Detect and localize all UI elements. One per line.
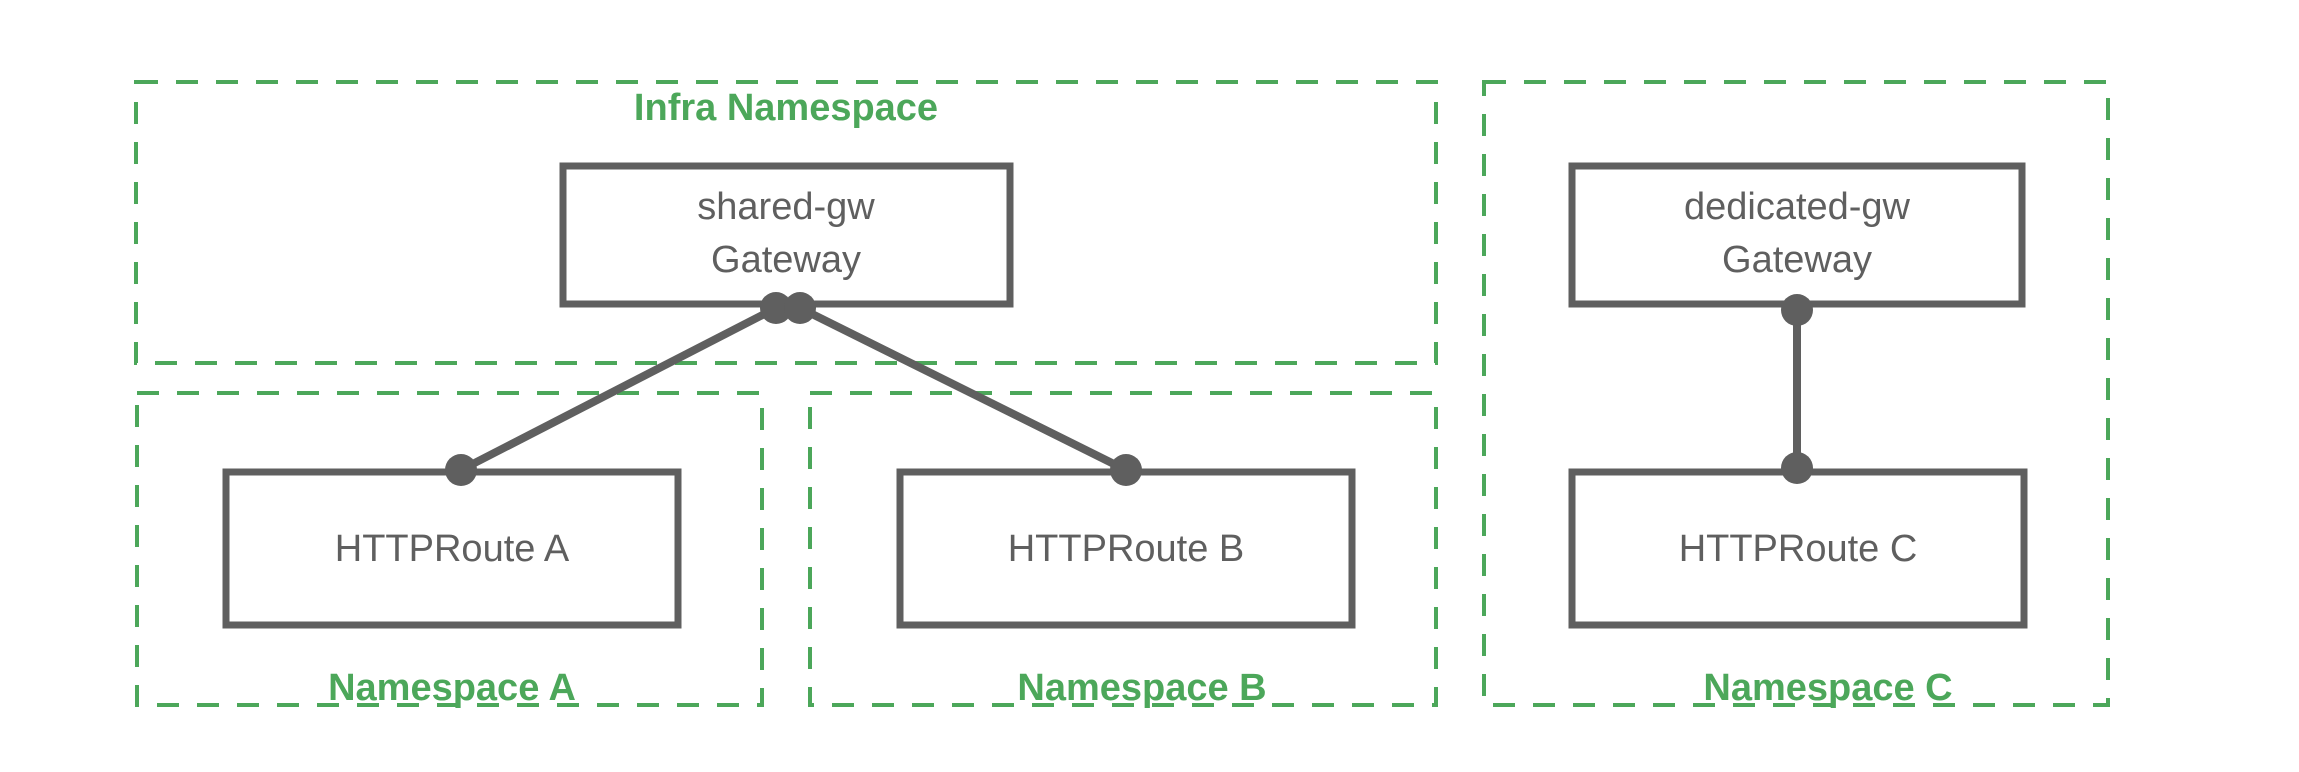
namespace-c-label: Namespace C [1703, 667, 1952, 709]
namespace-infra[interactable]: Infra Namespace [134, 80, 1438, 365]
node-httproute-c[interactable]: HTTPRoute C [1568, 468, 2028, 629]
endpoint-dot-dedicated-gw [1781, 294, 1813, 326]
edge-shared-gw-to-httproute-a [459, 304, 778, 474]
node-httproute-a-box [222, 468, 682, 629]
endpoint-dot-httproute-c [1781, 452, 1813, 484]
namespace-a[interactable]: Namespace A [135, 391, 764, 709]
namespace-b-label: Namespace B [1017, 667, 1266, 709]
endpoint-dot-shared-gw-a [760, 292, 792, 324]
namespace-b-boundary [808, 391, 1438, 707]
namespace-infra-label: Infra Namespace [634, 87, 938, 129]
endpoint-dot-httproute-a [445, 454, 477, 486]
node-httproute-a[interactable]: HTTPRoute A [222, 468, 682, 629]
node-shared-gw-label-line2: Gateway [711, 239, 861, 281]
endpoint-dot-shared-gw-b [784, 292, 816, 324]
edges-group [459, 304, 1801, 474]
namespace-a-label: Namespace A [328, 667, 576, 709]
node-httproute-c-box [1568, 468, 2028, 629]
namespace-a-boundary [135, 391, 764, 707]
endpoint-dot-httproute-b [1110, 454, 1142, 486]
node-httproute-b-box [896, 468, 1356, 629]
node-dedicated-gw-label-line1: dedicated-gw [1684, 186, 1911, 228]
node-httproute-c-label: HTTPRoute C [1679, 528, 1918, 570]
node-dedicated-gw-label-line2: Gateway [1722, 239, 1872, 281]
node-httproute-b-label: HTTPRoute B [1008, 528, 1245, 570]
namespace-c[interactable]: Namespace C [1482, 80, 2110, 709]
node-httproute-b[interactable]: HTTPRoute B [896, 468, 1356, 629]
node-httproute-a-label: HTTPRoute A [335, 528, 570, 570]
node-shared-gw-label-line1: shared-gw [697, 186, 875, 228]
node-shared-gw[interactable]: shared-gw Gateway [559, 162, 1014, 308]
endpoint-dots-group [445, 292, 1813, 486]
edge-shared-gw-to-httproute-b [798, 304, 1128, 474]
namespace-b[interactable]: Namespace B [808, 391, 1438, 709]
namespace-c-boundary [1482, 80, 2110, 707]
node-dedicated-gw[interactable]: dedicated-gw Gateway [1568, 162, 2026, 308]
namespace-infra-boundary [134, 80, 1438, 365]
